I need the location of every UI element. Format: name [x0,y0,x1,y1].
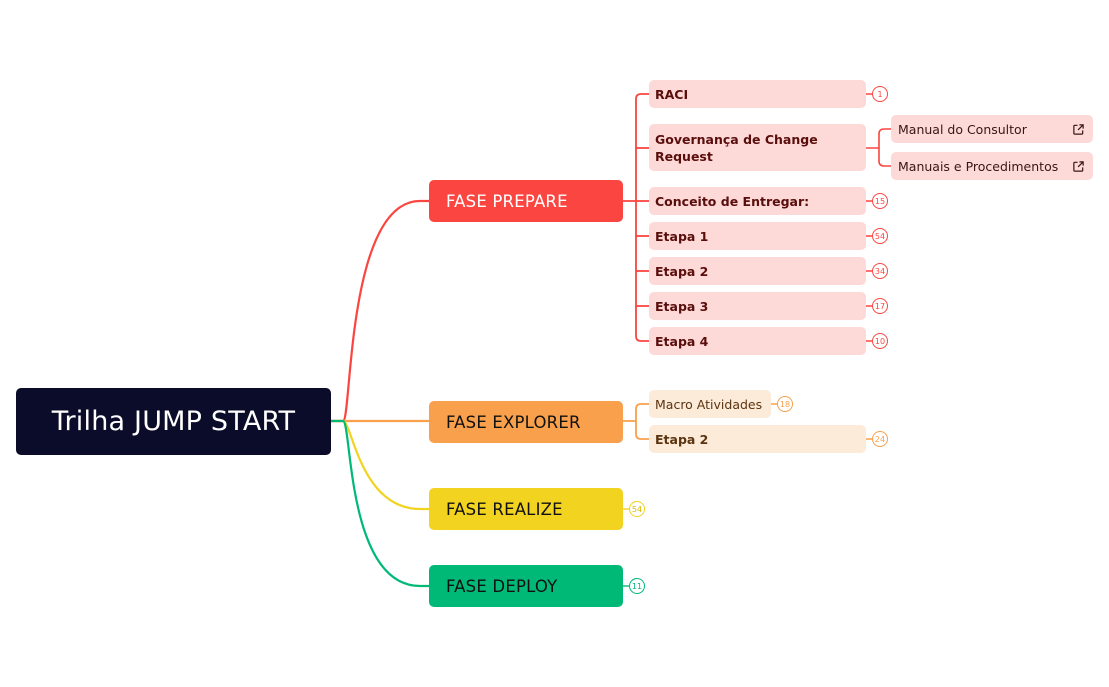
topic-etapa-2-label: Etapa 2 [655,263,709,279]
phase-realize-label: FASE REALIZE [446,499,563,519]
topic-etapa-2[interactable]: Etapa 2 [649,257,866,285]
count-badge-explorer-etapa-2[interactable]: 24 [872,431,888,447]
topic-etapa-4-label: Etapa 4 [655,333,709,349]
connector-prepare-bracket [635,93,649,342]
phase-realize[interactable]: FASE REALIZE [429,488,623,530]
link-manual-consultor[interactable]: Manual do Consultor [891,115,1093,143]
count-badge-macro-atividades[interactable]: 18 [777,396,793,412]
external-link-icon[interactable] [1072,123,1085,136]
count-badge-etapa-4[interactable]: 10 [872,333,888,349]
count-badge-conceito[interactable]: 15 [872,193,888,209]
topic-etapa-1-label: Etapa 1 [655,228,709,244]
topic-etapa-3-label: Etapa 3 [655,298,709,314]
connector-root-prepare [331,199,429,423]
topic-etapa-4[interactable]: Etapa 4 [649,327,866,355]
link-manual-consultor-label: Manual do Consultor [898,121,1027,137]
topic-explorer-etapa-2[interactable]: Etapa 2 [649,425,866,453]
link-manuais-procedimentos-label: Manuais e Procedimentos [898,158,1059,174]
topic-etapa-1[interactable]: Etapa 1 [649,222,866,250]
count-badge-realize[interactable]: 54 [629,501,645,517]
topic-governanca-label: Governança de Change Request [655,131,818,164]
count-badge-etapa-3[interactable]: 17 [872,298,888,314]
root-topic-label: Trilha JUMP START [51,406,296,437]
phase-explorer-label: FASE EXPLORER [446,412,581,432]
topic-raci-label: RACI [655,86,689,102]
topic-raci[interactable]: RACI [649,80,866,108]
phase-prepare[interactable]: FASE PREPARE [429,180,623,222]
connector-gov-bracket [866,128,891,167]
external-link-icon[interactable] [1072,160,1085,173]
topic-macro-atividades[interactable]: Macro Atividades [649,390,771,418]
topic-governanca[interactable]: Governança de Change Request [649,124,866,171]
count-badge-etapa-2[interactable]: 34 [872,263,888,279]
phase-explorer[interactable]: FASE EXPLORER [429,401,623,443]
count-badge-raci[interactable]: 1 [872,86,888,102]
connector-explorer-bracket [623,403,649,440]
count-badge-etapa-1[interactable]: 54 [872,228,888,244]
root-topic[interactable]: Trilha JUMP START [16,388,331,455]
count-badge-deploy[interactable]: 11 [629,578,645,594]
link-manuais-procedimentos[interactable]: Manuais e Procedimentos [891,152,1093,180]
topic-macro-atividades-label: Macro Atividades [655,396,763,412]
connector-root-deploy [331,419,429,588]
topic-explorer-etapa-2-label: Etapa 2 [655,431,709,447]
phase-deploy-label: FASE DEPLOY [446,576,558,596]
phase-prepare-label: FASE PREPARE [446,191,568,211]
topic-etapa-3[interactable]: Etapa 3 [649,292,866,320]
topic-conceito[interactable]: Conceito de Entregar: [649,187,866,215]
phase-deploy[interactable]: FASE DEPLOY [429,565,623,607]
topic-conceito-label: Conceito de Entregar: [655,193,810,209]
